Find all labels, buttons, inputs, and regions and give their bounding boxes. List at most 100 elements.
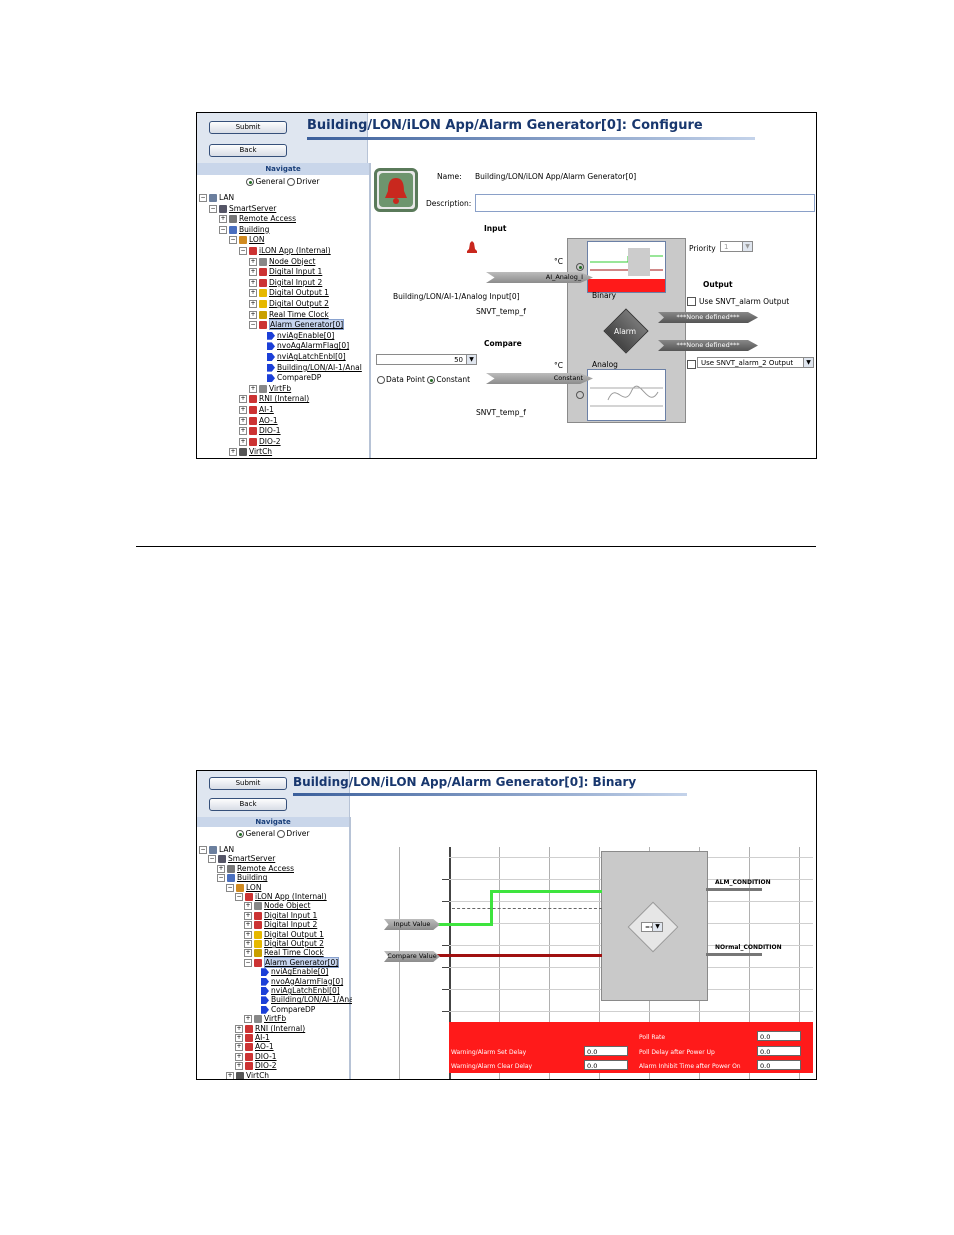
- tree-item[interactable]: −Alarm Generator[0]: [244, 956, 340, 968]
- expand-icon[interactable]: +: [219, 215, 227, 224]
- tree-item[interactable]: −iLON App (Internal): [239, 246, 331, 256]
- collapse-icon[interactable]: −: [217, 874, 225, 883]
- tree-item[interactable]: +DIO-2: [239, 437, 281, 447]
- collapse-icon[interactable]: −: [239, 247, 247, 255]
- tree-item[interactable]: +VirtCh: [229, 447, 272, 457]
- tree-item[interactable]: +VirtCh: [226, 1071, 269, 1079]
- tree-item[interactable]: +AI-1: [235, 1033, 270, 1043]
- expand-icon[interactable]: +: [249, 300, 257, 308]
- collapse-icon[interactable]: −: [235, 893, 243, 901]
- tree-item[interactable]: +Real Time Clock: [249, 310, 329, 320]
- driver-radio-2[interactable]: [277, 830, 286, 838]
- priority-select[interactable]: 1▼: [720, 241, 753, 252]
- expand-icon[interactable]: +: [244, 949, 252, 958]
- expand-icon[interactable]: +: [249, 384, 257, 393]
- poll-rate-field[interactable]: 0.0: [757, 1031, 801, 1041]
- expand-icon[interactable]: +: [249, 268, 257, 277]
- expand-icon[interactable]: +: [249, 310, 257, 319]
- tree-item[interactable]: +DIO-1: [235, 1052, 277, 1062]
- tree-item[interactable]: Building/LON/AI-1/Anal: [259, 363, 362, 373]
- inhibit-time-field[interactable]: 0.0: [757, 1060, 801, 1070]
- expand-icon[interactable]: +: [249, 257, 257, 266]
- tree-item[interactable]: nvoAgAlarmFlag[0]: [253, 977, 343, 987]
- tree-item[interactable]: −Alarm Generator[0]: [249, 319, 345, 331]
- expand-icon[interactable]: +: [235, 1034, 243, 1042]
- tree-item[interactable]: −LON: [226, 883, 261, 893]
- expand-icon[interactable]: +: [249, 278, 257, 287]
- operator-select[interactable]: ==▼: [641, 922, 663, 932]
- tree-item[interactable]: +Remote Access: [219, 214, 296, 224]
- tree-item[interactable]: +Node Object: [244, 901, 310, 911]
- expand-icon[interactable]: +: [229, 448, 237, 457]
- tree-item[interactable]: +Digital Input 1: [249, 267, 322, 277]
- expand-icon[interactable]: +: [239, 427, 247, 436]
- collapse-icon[interactable]: −: [208, 855, 216, 864]
- tree-item[interactable]: −SmartServer: [209, 204, 276, 214]
- collapse-icon[interactable]: −: [219, 225, 227, 234]
- tree-item[interactable]: nviAgLatchEnbl[0]: [259, 352, 346, 362]
- poll-delay-field[interactable]: 0.0: [757, 1046, 801, 1056]
- tree-item[interactable]: +AO-1: [235, 1042, 274, 1052]
- tree-item[interactable]: −LON: [229, 235, 264, 245]
- tree-item[interactable]: Building/LON/AI-1/Anal: [253, 995, 356, 1005]
- collapse-icon[interactable]: −: [199, 194, 207, 202]
- collapse-icon[interactable]: −: [249, 321, 257, 330]
- analog-radio[interactable]: [576, 391, 584, 399]
- tree-item[interactable]: +Digital Input 2: [244, 920, 317, 930]
- expand-icon[interactable]: +: [217, 864, 225, 873]
- binary-thumbnail[interactable]: [587, 241, 666, 293]
- use-snvt-alarm-2-checkbox[interactable]: [687, 360, 696, 369]
- collapse-icon[interactable]: −: [244, 958, 252, 967]
- analog-thumbnail[interactable]: [587, 369, 666, 421]
- tree-item[interactable]: −Building: [217, 873, 267, 883]
- submit-button[interactable]: Submit: [209, 121, 287, 134]
- back-button[interactable]: Back: [209, 144, 287, 157]
- expand-icon[interactable]: +: [244, 902, 252, 911]
- tree-item[interactable]: +Digital Output 1: [244, 930, 324, 940]
- tree-item[interactable]: +Digital Output 2: [249, 299, 329, 309]
- general-radio-2[interactable]: [236, 830, 245, 838]
- back-button-2[interactable]: Back: [209, 798, 287, 811]
- tree-item[interactable]: +VirtFb: [249, 384, 291, 394]
- expand-icon[interactable]: +: [244, 921, 252, 930]
- expand-icon[interactable]: +: [249, 289, 257, 298]
- tree-item[interactable]: +RNI (Internal): [239, 394, 309, 404]
- tree-item[interactable]: −LAN: [199, 193, 234, 203]
- tree-item[interactable]: −SmartServer: [208, 854, 275, 864]
- tree-item[interactable]: +VirtFb: [244, 1014, 286, 1024]
- output-2-select[interactable]: Use SNVT_alarm_2 Output▼: [697, 357, 814, 368]
- tree-item[interactable]: +Digital Output 1: [249, 288, 329, 298]
- driver-radio[interactable]: [287, 178, 296, 186]
- expand-icon[interactable]: +: [239, 395, 247, 404]
- tree-item[interactable]: +Digital Input 2: [249, 278, 322, 288]
- compare-value-field[interactable]: 50▼: [376, 354, 477, 365]
- tree-item[interactable]: nviAgLatchEnbl[0]: [253, 986, 340, 996]
- expand-icon[interactable]: +: [239, 437, 247, 446]
- tree-item[interactable]: CompareDP: [259, 373, 321, 383]
- collapse-icon[interactable]: −: [209, 204, 217, 213]
- binary-radio[interactable]: [576, 263, 584, 271]
- tree-item[interactable]: −Building: [219, 225, 269, 235]
- tree-item[interactable]: +Remote Access: [217, 864, 294, 874]
- general-radio[interactable]: [246, 178, 255, 186]
- use-snvt-alarm-checkbox[interactable]: [687, 297, 696, 306]
- expand-icon[interactable]: +: [244, 1015, 252, 1024]
- expand-icon[interactable]: +: [235, 1052, 243, 1061]
- tree-item[interactable]: +Digital Output 2: [244, 939, 324, 949]
- tree-item[interactable]: nviAgEnable[0]: [259, 331, 334, 341]
- tree-item[interactable]: +Real Time Clock: [244, 948, 324, 958]
- tree-item[interactable]: CompareDP: [253, 1005, 315, 1015]
- tree-item[interactable]: −LAN: [199, 845, 234, 855]
- expand-icon[interactable]: +: [239, 406, 247, 414]
- warn-set-delay-field[interactable]: 0.0: [584, 1046, 628, 1056]
- expand-icon[interactable]: +: [235, 1024, 243, 1033]
- data-point-radio[interactable]: [377, 376, 385, 384]
- expand-icon[interactable]: +: [235, 1043, 243, 1052]
- tree-item[interactable]: −iLON App (Internal): [235, 892, 327, 902]
- tree-item[interactable]: +AI-1: [239, 405, 274, 415]
- collapse-icon[interactable]: −: [229, 236, 237, 245]
- expand-icon[interactable]: +: [239, 416, 247, 425]
- tree-item[interactable]: nviAgEnable[0]: [253, 967, 328, 977]
- operator-dropdown-icon[interactable]: ▼: [652, 923, 662, 931]
- tree-item[interactable]: +Node Object: [249, 257, 315, 267]
